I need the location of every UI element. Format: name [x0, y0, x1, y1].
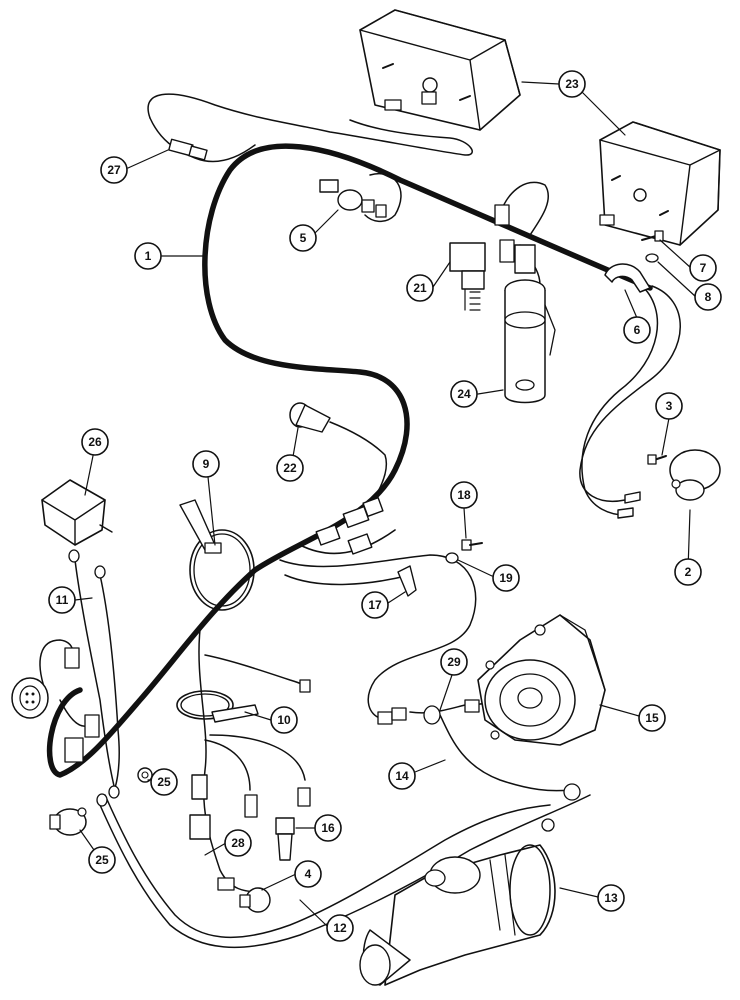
horn-2 — [617, 449, 721, 519]
callout-22: 22 — [276, 454, 304, 482]
svg-text:22: 22 — [283, 461, 297, 475]
svg-text:25: 25 — [95, 853, 109, 867]
svg-text:18: 18 — [457, 488, 471, 502]
connector-29 — [377, 699, 480, 725]
connector-27 — [168, 138, 208, 161]
callout-27: 27 — [100, 156, 128, 184]
temp-sender-16 — [275, 817, 295, 861]
svg-text:1: 1 — [145, 249, 152, 263]
svg-text:25: 25 — [157, 775, 171, 789]
svg-text:8: 8 — [705, 290, 712, 304]
callout-7: 7 — [689, 254, 717, 282]
svg-text:21: 21 — [413, 281, 427, 295]
callout-25-sender: 25 — [88, 846, 116, 874]
svg-text:9: 9 — [203, 457, 210, 471]
callout-23: 23 — [558, 70, 586, 98]
washer-8 — [645, 253, 659, 263]
clip-17 — [397, 565, 417, 597]
svg-text:7: 7 — [700, 261, 707, 275]
cable-tie-9 — [179, 499, 255, 611]
svg-text:17: 17 — [368, 598, 382, 612]
oil-sender-25 — [49, 807, 87, 836]
clip-6 — [604, 263, 651, 293]
callout-13: 13 — [597, 884, 625, 912]
svg-text:4: 4 — [305, 867, 312, 881]
nut-25 — [137, 767, 153, 783]
svg-text:13: 13 — [604, 891, 618, 905]
cable-tie-10 — [176, 690, 259, 723]
work-lamp-right — [599, 121, 721, 246]
svg-text:10: 10 — [277, 713, 291, 727]
main-harness — [46, 143, 653, 778]
bolt-18 — [461, 539, 483, 551]
svg-text:27: 27 — [107, 163, 121, 177]
fuel-unit-24 — [504, 244, 556, 404]
svg-text:29: 29 — [447, 655, 461, 669]
callout-4: 4 — [294, 860, 322, 888]
screw-3 — [647, 454, 667, 465]
svg-text:24: 24 — [457, 387, 471, 401]
callout-17: 17 — [361, 591, 389, 619]
connector-pair — [315, 496, 384, 555]
switch-4 — [217, 877, 271, 913]
svg-text:26: 26 — [88, 435, 102, 449]
callout-12: 12 — [326, 914, 354, 942]
callout-9: 9 — [192, 450, 220, 478]
svg-text:19: 19 — [499, 571, 513, 585]
alternator-15 — [423, 614, 606, 746]
washer-19 — [445, 552, 459, 564]
callout-8: 8 — [694, 283, 722, 311]
callout-6: 6 — [623, 316, 651, 344]
callout-26: 26 — [81, 428, 109, 456]
svg-text:11: 11 — [56, 593, 69, 607]
solenoid-21 — [449, 204, 515, 311]
svg-text:14: 14 — [395, 769, 409, 783]
relay-26 — [41, 479, 113, 546]
callout-10: 10 — [270, 706, 298, 734]
callout-19: 19 — [492, 564, 520, 592]
callout-24: 24 — [450, 380, 478, 408]
callout-25-nut: 25 — [150, 768, 178, 796]
callout-18: 18 — [450, 481, 478, 509]
ring-terminals-11 — [68, 549, 120, 807]
svg-text:16: 16 — [321, 821, 335, 835]
callout-15: 15 — [638, 704, 666, 732]
sender-22 — [289, 402, 331, 433]
svg-text:3: 3 — [666, 399, 673, 413]
callout-2: 2 — [674, 558, 702, 586]
svg-text:2: 2 — [685, 565, 692, 579]
starter-motor-13 — [359, 783, 581, 986]
bolt-7 — [641, 230, 664, 242]
svg-text:12: 12 — [333, 921, 347, 935]
callout-14: 14 — [388, 762, 416, 790]
callout-11: 11 — [48, 586, 76, 614]
callout-29: 29 — [440, 648, 468, 676]
callout-28: 28 — [224, 829, 252, 857]
pressure-switch-5 — [319, 179, 387, 218]
callout-5: 5 — [289, 224, 317, 252]
connector-28 — [189, 679, 311, 840]
svg-text:23: 23 — [565, 77, 579, 91]
callout-3: 3 — [655, 392, 683, 420]
work-lamp-left — [359, 9, 521, 131]
svg-text:5: 5 — [300, 231, 307, 245]
callout-21: 21 — [406, 274, 434, 302]
svg-text:15: 15 — [645, 711, 659, 725]
svg-text:6: 6 — [634, 323, 641, 337]
callout-16: 16 — [314, 814, 342, 842]
round-plug — [11, 647, 100, 763]
svg-text:28: 28 — [231, 836, 245, 850]
callout-1: 1 — [134, 242, 162, 270]
